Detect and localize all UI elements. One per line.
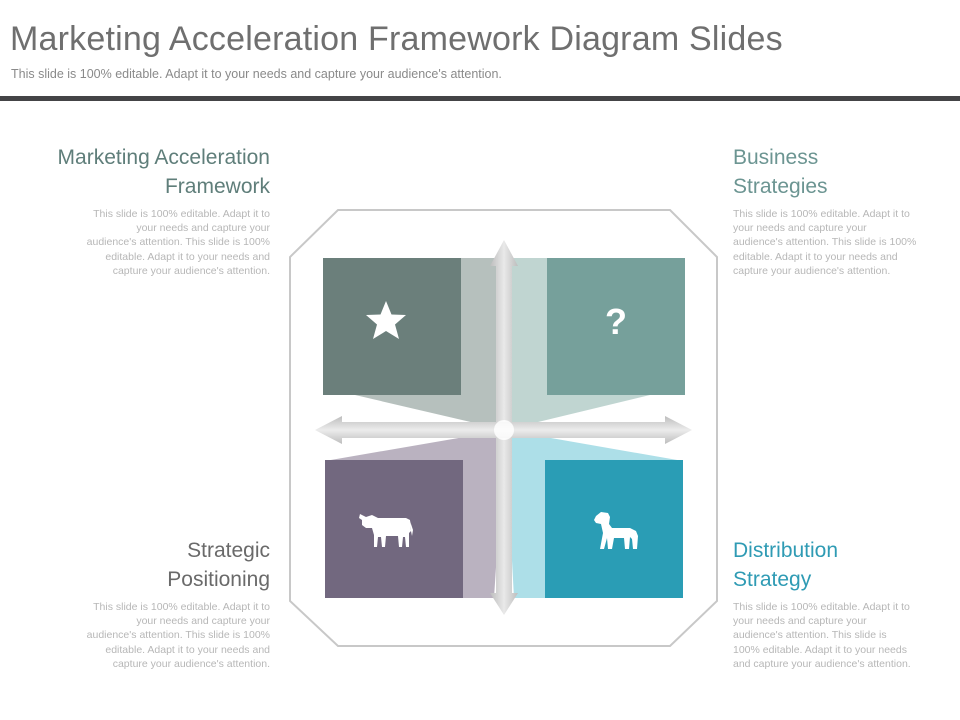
- heading-line: Strategic: [187, 539, 270, 562]
- body-line: your needs and capture your: [733, 222, 867, 235]
- text-block-marketing-acceleration: Marketing Acceleration Framework This sl…: [20, 143, 270, 278]
- body-line: capture your audience's attention.: [112, 657, 270, 670]
- star-icon: [366, 301, 406, 339]
- body-line: your needs and capture your: [733, 615, 867, 628]
- title-divider: [0, 96, 960, 101]
- heading-line: Strategy: [733, 568, 812, 591]
- body-line: audience's attention. This slide is 100%: [733, 236, 917, 249]
- dog-icon: [594, 512, 638, 549]
- text-block-distribution-strategy: Distribution Strategy This slide is 100%…: [733, 536, 948, 671]
- block-body: This slide is 100% editable. Adapt it to…: [20, 600, 270, 671]
- body-line: editable. Adapt it to your needs and: [105, 643, 270, 656]
- body-line: This slide is 100% editable. Adapt it to: [93, 208, 270, 220]
- body-line: and capture your audience's attention.: [733, 657, 911, 670]
- bottom-left-ray: [325, 430, 505, 598]
- body-line: your needs and capture your: [136, 615, 270, 628]
- block-heading: Marketing Acceleration Framework: [20, 143, 270, 201]
- page-title: Marketing Acceleration Framework Diagram…: [10, 20, 783, 58]
- body-line: capture your audience's attention.: [112, 264, 270, 277]
- body-line: editable. Adapt it to your needs and: [733, 250, 898, 263]
- text-block-business-strategies: Business Strategies This slide is 100% e…: [733, 143, 948, 278]
- body-line: your needs and capture your: [136, 222, 270, 235]
- top-left-ray: [355, 258, 505, 430]
- heading-line: Business: [733, 146, 819, 169]
- heading-line: Marketing Acceleration: [57, 146, 270, 169]
- body-line: This slide is 100% editable. Adapt it to: [733, 208, 910, 220]
- text-block-strategic-positioning: Strategic Positioning This slide is 100%…: [20, 536, 270, 671]
- body-line: audience's attention. This slide is: [733, 629, 887, 642]
- bottom-right-ray: [505, 430, 683, 598]
- question-mark-icon: ?: [605, 301, 627, 342]
- body-line: editable. Adapt it to your needs and: [105, 250, 270, 263]
- block-body: This slide is 100% editable. Adapt it to…: [733, 600, 947, 671]
- block-heading: Business Strategies: [733, 143, 948, 201]
- cow-icon: [359, 514, 413, 547]
- heading-line: Distribution: [733, 539, 839, 562]
- body-line: This slide is 100% editable. Adapt it to: [93, 601, 270, 613]
- top-right-ray: [505, 258, 650, 430]
- page-subtitle: This slide is 100% editable. Adapt it to…: [11, 67, 502, 81]
- heading-line: Strategies: [733, 175, 828, 198]
- block-body: This slide is 100% editable. Adapt it to…: [733, 207, 947, 278]
- body-line: This slide is 100% editable. Adapt it to: [733, 601, 910, 613]
- body-line: 100% editable. Adapt it to your needs: [733, 643, 907, 656]
- center-glow: [494, 420, 514, 440]
- block-heading: Distribution Strategy: [733, 536, 948, 594]
- body-line: audience's attention. This slide is 100%: [86, 236, 270, 249]
- body-line: audience's attention. This slide is 100%: [86, 629, 270, 642]
- heading-line: Positioning: [167, 568, 270, 591]
- quadrant-top-right: [547, 258, 685, 395]
- block-heading: Strategic Positioning: [20, 536, 270, 594]
- heading-line: Framework: [164, 175, 270, 198]
- body-line: capture your audience's attention.: [733, 264, 891, 277]
- block-body: This slide is 100% editable. Adapt it to…: [20, 207, 270, 278]
